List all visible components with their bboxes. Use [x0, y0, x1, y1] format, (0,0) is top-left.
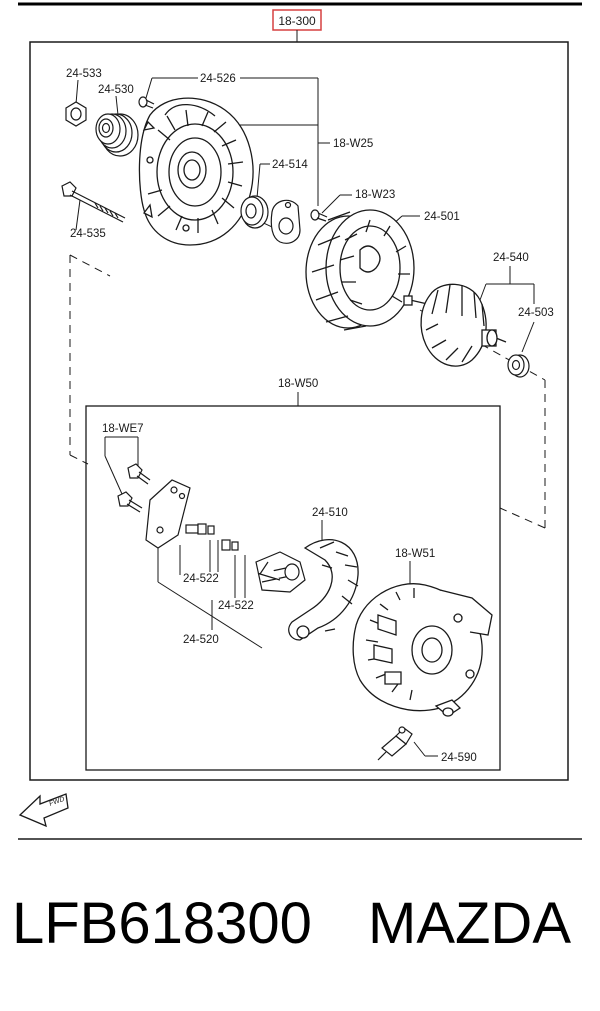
brand-name: MAZDA [368, 891, 571, 956]
bearing-24-503 [507, 354, 530, 378]
group-code-label: 18-300 [278, 14, 316, 28]
rotor-24-540 [403, 283, 507, 367]
rear-housing-18-W51 [352, 583, 493, 717]
callout-24-535: 24-535 [70, 228, 106, 240]
callout-24-522-b: 24-522 [218, 600, 254, 612]
retainer-plate-18-W25 [270, 199, 301, 244]
callout-18-W25: 18-W25 [333, 138, 373, 150]
callout-24-533: 24-533 [66, 68, 102, 80]
brush-holder-24-520 [197, 523, 306, 593]
rectifier-plate [145, 479, 199, 549]
callout-18-W23: 18-W23 [355, 189, 395, 201]
part-number: LFB618300 [12, 891, 312, 956]
pulley-24-530 [95, 113, 139, 157]
front-housing-24-526 [138, 97, 254, 246]
rear-cover-24-510 [288, 539, 359, 641]
inner-frame-18-W50 [85, 405, 501, 771]
callout-24-530: 24-530 [98, 84, 134, 96]
exploded-parts-diagram: 18-300 24-533 24-530 24-526 18-W25 24-51… [18, 2, 582, 840]
stator-24-501 [305, 209, 415, 331]
bolts-18-WE7 [117, 463, 151, 513]
screw-24-526 [138, 96, 155, 109]
callout-24-522-a: 24-522 [183, 573, 219, 585]
callout-24-526: 24-526 [200, 73, 236, 85]
nut-24-533 [65, 101, 87, 127]
callout-24-501: 24-501 [424, 211, 460, 223]
bearing-seal-24-514 [240, 195, 269, 229]
callout-24-514: 24-514 [272, 159, 308, 171]
caption: LFB618300 MAZDA [0, 890, 600, 980]
callout-24-520: 24-520 [183, 634, 219, 646]
fwd-arrow-icon [18, 793, 69, 828]
screw-18-W23 [310, 209, 328, 222]
callout-24-503: 24-503 [518, 307, 554, 319]
callout-24-590: 24-590 [441, 752, 477, 764]
callout-18-WE7: 18-WE7 [102, 423, 144, 435]
callout-24-540: 24-540 [493, 252, 529, 264]
through-bolt-24-535 [61, 181, 126, 223]
outer-frame [29, 41, 569, 781]
terminal-24-590 [377, 726, 413, 761]
callout-18-W51: 18-W51 [395, 548, 435, 560]
callout-18-W50: 18-W50 [278, 378, 318, 390]
callout-24-510: 24-510 [312, 507, 348, 519]
